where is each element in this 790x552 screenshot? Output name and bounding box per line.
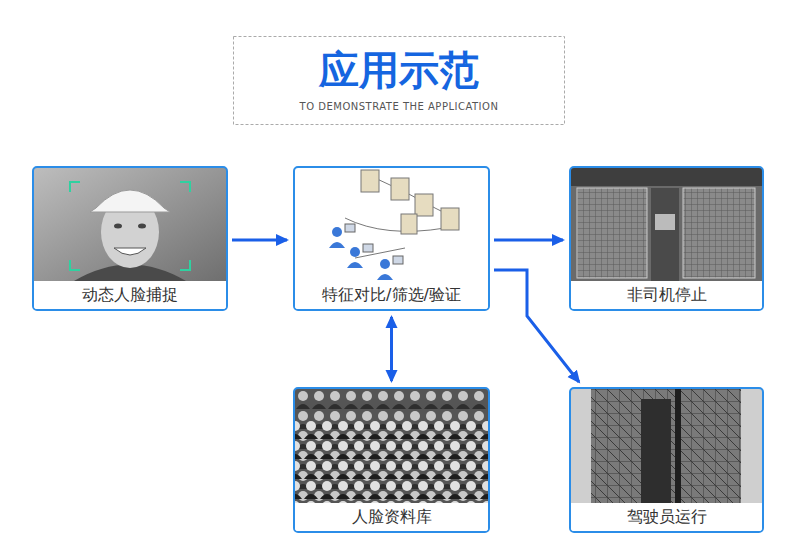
flow-arrow	[232, 239, 287, 242]
eye	[114, 224, 122, 229]
flow-arrow	[390, 317, 393, 381]
image-box: 人脸资料库	[293, 387, 490, 533]
dashed-frame	[234, 37, 565, 125]
smile	[114, 248, 146, 255]
server-boxes	[361, 170, 459, 234]
crowd-back	[295, 389, 488, 503]
photo-ground	[295, 168, 488, 281]
subtitle: TO DEMONSTRATE THE APPLICATION	[233, 100, 565, 114]
mast	[651, 188, 679, 281]
box-caption: 特征对比/筛选/验证	[295, 281, 488, 309]
crowd-front	[295, 419, 488, 503]
page-title: 应用示范	[233, 46, 565, 94]
hard-hat	[90, 190, 170, 212]
box-caption: 非司机停止	[571, 281, 762, 309]
cage	[683, 188, 755, 278]
network-illustration	[295, 168, 488, 281]
image-box: 特征对比/筛选/验证	[293, 166, 490, 311]
box-caption: 人脸资料库	[295, 503, 488, 531]
eye	[138, 224, 146, 229]
scaffolding	[591, 389, 741, 503]
monitor-icons	[345, 224, 403, 264]
elevator-cage	[641, 399, 671, 503]
cage	[577, 188, 647, 278]
crowd-photo	[295, 389, 488, 503]
box-caption: 驾驶员运行	[571, 503, 762, 531]
image-box: 动态人脸捕捉	[32, 166, 228, 311]
photo-ground	[571, 389, 762, 503]
flow-arrow	[494, 270, 579, 382]
focus-brackets	[70, 182, 190, 270]
user-icons	[329, 227, 393, 280]
control-box	[655, 214, 675, 230]
image-box: 非司机停止	[569, 166, 764, 311]
roof	[571, 168, 762, 186]
scaffold-photo	[571, 389, 762, 503]
face-photo	[34, 168, 226, 281]
image-box: 驾驶员运行	[569, 387, 764, 533]
flow-arrow	[494, 239, 563, 242]
mast	[675, 389, 681, 503]
photo-ground	[571, 168, 762, 281]
elevator-photo	[571, 168, 762, 281]
box-caption: 动态人脸捕捉	[34, 281, 226, 309]
photo-ground	[34, 168, 226, 281]
